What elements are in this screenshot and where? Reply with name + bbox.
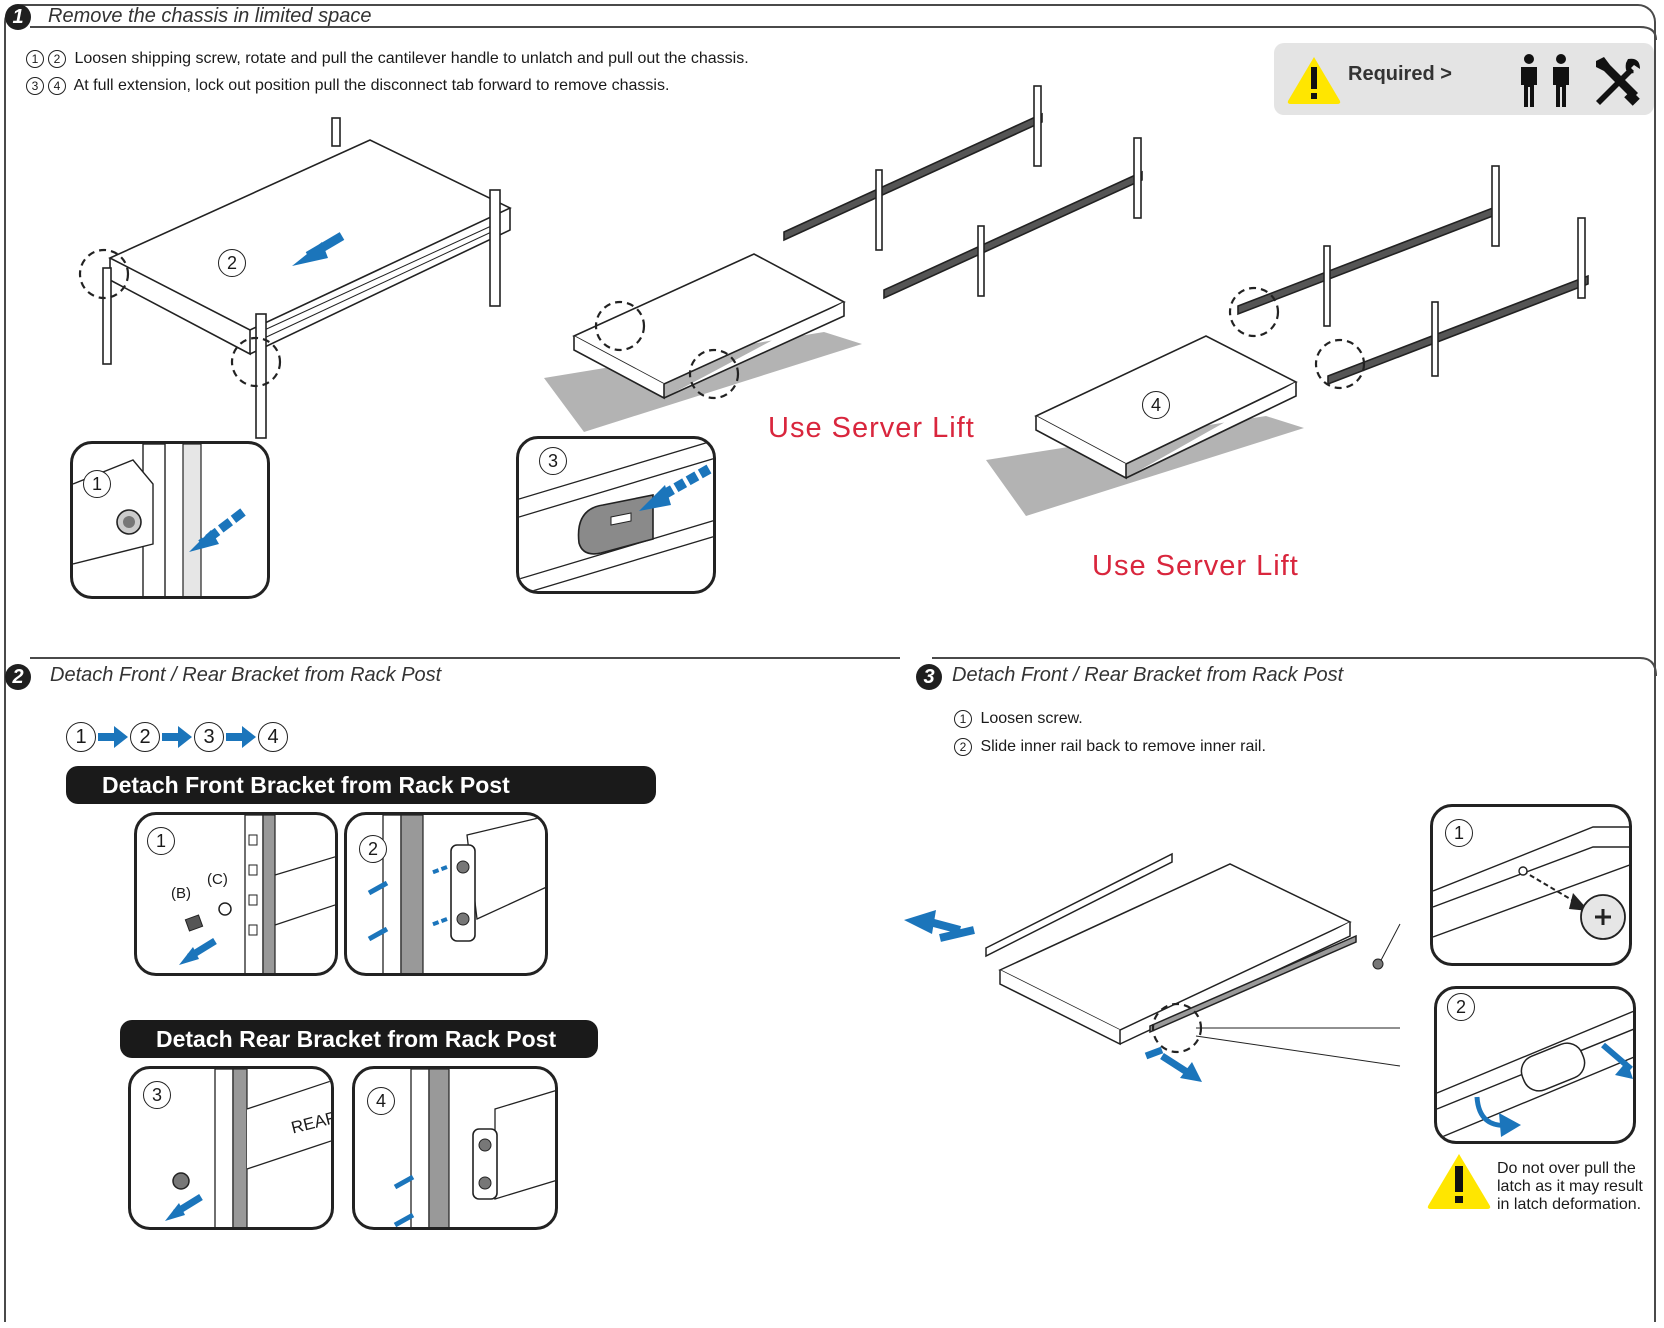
section-2-rule <box>30 657 900 659</box>
latch-warning-text: Do not over pull the latch as it may res… <box>1497 1160 1643 1213</box>
lift-label-2: Use Server Lift <box>1092 550 1299 582</box>
rear-bracket-detail <box>393 1069 555 1227</box>
warning-triangle-icon <box>1427 1154 1491 1209</box>
section-3-title: Detach Front / Rear Bracket from Rack Po… <box>952 664 1344 686</box>
blue-arrow-icon <box>226 726 256 748</box>
release-latch-detail <box>1437 1010 1633 1140</box>
callout-1: 1 <box>70 441 270 599</box>
rear-step-4: 4 <box>352 1066 558 1230</box>
rear-screw-detail <box>165 1069 331 1227</box>
section-3-number: 3 <box>916 664 942 690</box>
front-step-2: 2 <box>344 812 548 976</box>
chassis-rack-illustration <box>78 117 512 439</box>
section-3-instruction-2: 2 Slide inner rail back to remove inner … <box>954 738 1266 756</box>
section-3-instruction-1: 1 Loosen screw. <box>954 710 1083 728</box>
section-3-rule <box>932 657 1657 677</box>
rails-illustration <box>783 85 1143 300</box>
rails-right-illustration <box>1228 165 1589 390</box>
rear-bracket-banner: Detach Rear Bracket from Rack Post <box>120 1020 598 1058</box>
warning-triangle-icon <box>1287 57 1341 104</box>
loosen-screw-detail <box>1433 826 1629 940</box>
sequence-step: 3 <box>194 722 224 752</box>
chassis-on-lift-illustration <box>544 253 862 432</box>
section-3-step-2-number: 2 <box>1447 993 1475 1021</box>
callout-4-number: 4 <box>1142 391 1170 419</box>
step-circle: 1 <box>954 710 972 728</box>
person-icon <box>1553 54 1569 107</box>
screw-detail <box>73 444 246 596</box>
front-step-1-number: 1 <box>147 827 175 855</box>
section-3-instruction-2-text: Slide inner rail back to remove inner ra… <box>980 738 1266 756</box>
callout-3: 3 <box>516 436 716 594</box>
inner-rail-removal-illustration <box>904 852 1401 1082</box>
person-icon <box>1521 54 1537 107</box>
step-circle: 1 <box>26 50 44 68</box>
step-circle: 3 <box>26 77 44 95</box>
label-c: (C) <box>207 871 228 888</box>
section-1-title: Remove the chassis in limited space <box>48 5 372 27</box>
sequence-step: 4 <box>258 722 288 752</box>
step-circle: 2 <box>954 738 972 756</box>
callout-3-number: 3 <box>539 447 567 475</box>
front-step-2-number: 2 <box>359 835 387 863</box>
front-step-1: 1 (B) (C) <box>134 812 338 976</box>
rear-step-3: 3 REAR <box>128 1066 334 1230</box>
section-3-step-2: 2 <box>1434 986 1636 1144</box>
sequence-step: 2 <box>130 722 160 752</box>
front-bracket-detail <box>367 815 545 973</box>
rear-step-4-number: 4 <box>367 1087 395 1115</box>
required-box: Required > <box>1274 43 1654 115</box>
front-bracket-banner: Detach Front Bracket from Rack Post <box>66 766 656 804</box>
chassis-on-lift-right-illustration <box>986 335 1304 516</box>
sequence-step: 1 <box>66 722 96 752</box>
rear-step-3-number: 3 <box>143 1081 171 1109</box>
page-frame <box>4 4 1656 1322</box>
lift-label-1: Use Server Lift <box>768 412 975 444</box>
step-circle: 4 <box>48 77 66 95</box>
front-screw-detail <box>179 815 335 973</box>
section-3-step-1: 1 <box>1430 804 1632 966</box>
callout-1-number: 1 <box>83 470 111 498</box>
callout-2-number: 2 <box>218 249 246 277</box>
section-1-number: 1 <box>5 4 31 30</box>
label-b: (B) <box>171 885 191 902</box>
section-3-step-1-number: 1 <box>1445 819 1473 847</box>
blue-arrow-icon <box>162 726 192 748</box>
tools-icon <box>1596 57 1640 106</box>
section-3-instruction-1-text: Loosen screw. <box>980 710 1083 728</box>
disconnect-tab-detail <box>519 440 713 591</box>
blue-arrow-icon <box>98 726 128 748</box>
instruction-2-text: At full extension, lock out position pul… <box>73 77 670 95</box>
instruction-1-text: Loosen shipping screw, rotate and pull t… <box>74 50 749 68</box>
step-sequence: 1 2 3 4 <box>66 722 288 752</box>
required-label: Required > <box>1348 63 1452 85</box>
section-2-title: Detach Front / Rear Bracket from Rack Po… <box>50 664 442 686</box>
section-1-rule <box>30 26 1657 41</box>
step-circle: 2 <box>48 50 66 68</box>
section-2-number: 2 <box>5 664 31 690</box>
